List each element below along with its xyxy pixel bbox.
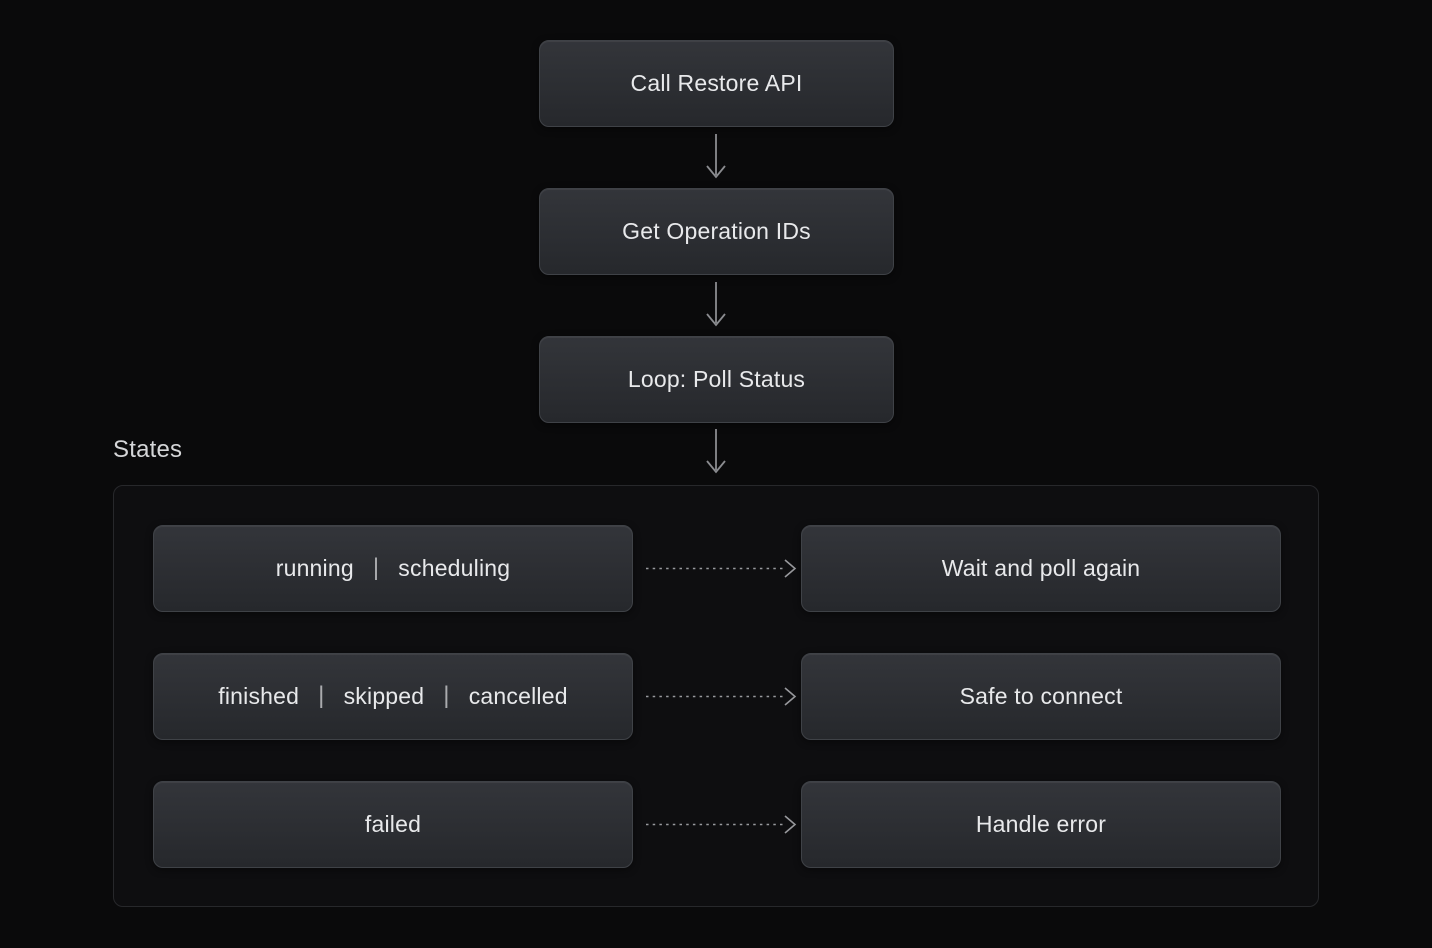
node-loop-poll-status: Loop: Poll Status [539,336,894,423]
down-arrow-icon [706,429,726,474]
state-label: scheduling [398,555,511,581]
outcome-label: Wait and poll again [941,555,1141,581]
states-section-title: States [113,436,183,463]
state-label: skipped [343,683,425,709]
dashed-right-arrow-icon [646,687,797,706]
node-call-restore-api: Call Restore API [539,40,894,127]
state-label: cancelled [468,683,568,709]
state-box: failed [153,781,633,868]
state-label: running [275,555,354,581]
state-separator: | [318,681,325,709]
dashed-right-arrow-icon [646,559,797,578]
down-arrow-icon [706,282,726,327]
state-label: finished [218,683,300,709]
outcome-box: Handle error [801,781,1281,868]
state-box: running | scheduling [153,525,633,612]
outcome-label: Handle error [975,811,1107,837]
states-container: running | scheduling Wait and poll again f… [113,485,1319,907]
dashed-right-arrow-icon [646,815,797,834]
outcome-label: Safe to connect [959,683,1123,709]
state-row: finished | skipped | cancelled Safe to conne… [114,653,1318,740]
state-row: running | scheduling Wait and poll again [114,525,1318,612]
state-box: finished | skipped | cancelled [153,653,633,740]
outcome-box: Wait and poll again [801,525,1281,612]
node-get-operation-ids: Get Operation IDs [539,188,894,275]
node-label: Loop: Poll Status [627,366,806,392]
state-row: failed Handle error [114,781,1318,868]
outcome-box: Safe to connect [801,653,1281,740]
node-label: Get Operation IDs [622,218,811,244]
state-separator: | [372,553,380,581]
down-arrow-icon [706,134,726,179]
state-separator: | [443,681,450,709]
state-label: failed [364,811,422,837]
node-label: Call Restore API [630,70,803,96]
